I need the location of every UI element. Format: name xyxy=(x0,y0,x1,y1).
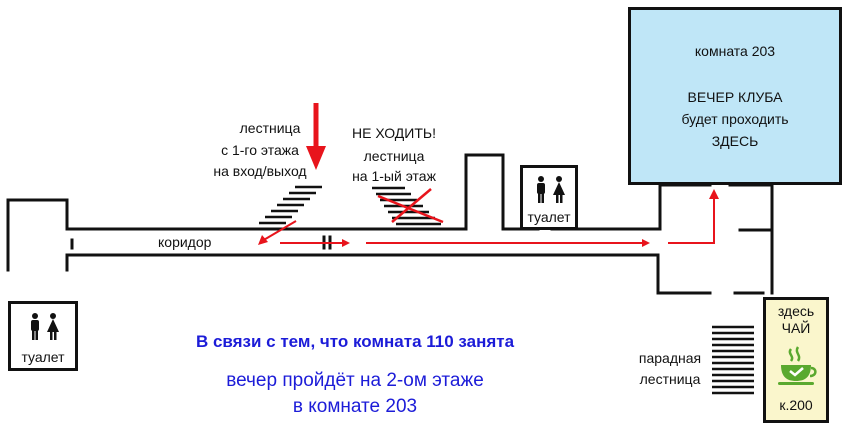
notice-line3: в комнате 203 xyxy=(292,396,418,417)
toilet-right-label: туалет xyxy=(527,209,571,225)
corridor-label: коридор xyxy=(158,234,212,250)
tea-room-line1: здесь xyxy=(777,303,815,319)
tea-room-line3: к.200 xyxy=(779,397,813,413)
forbidden-cross xyxy=(377,188,444,224)
notice-line1: В связи с тем, что комната 110 занята xyxy=(195,332,515,351)
route xyxy=(258,103,719,247)
stairs-forbidden-line2: лестница xyxy=(363,148,425,164)
route-diag xyxy=(261,220,297,242)
stairs-forbidden-line3: на 1-ый этаж xyxy=(352,168,436,184)
room203-line3: ЗДЕСЬ xyxy=(711,133,759,149)
right-vertical-wall xyxy=(738,183,774,232)
stairs-entry-line2: с 1-го этажа xyxy=(221,142,299,158)
stairs-forbidden-graphic xyxy=(372,186,441,226)
main-stairs-graphic xyxy=(712,325,754,395)
tea-room-line2: ЧАЙ xyxy=(781,320,811,336)
tea-cup-icon xyxy=(778,346,817,385)
stairs-forbidden-line1: НЕ ХОДИТЬ! xyxy=(352,125,436,141)
corridor-bottom-wall xyxy=(65,253,712,295)
toilet-right: туалет xyxy=(520,165,578,230)
room203-title: комната 203 xyxy=(694,43,776,59)
tea-room xyxy=(763,297,829,423)
notice-line2: вечер пройдёт на 2-ом этаже xyxy=(226,370,484,391)
toilet-left-label: туалет xyxy=(21,349,65,365)
room-203 xyxy=(628,7,842,185)
room203-line1: ВЕЧЕР КЛУБА xyxy=(687,89,783,105)
route-seg-3 xyxy=(668,196,715,244)
room203-line2: будет проходить xyxy=(681,111,789,127)
toilet-people-icon-left xyxy=(31,313,59,340)
main-stairs-line2: лестница xyxy=(639,371,701,387)
main-stairs-line1: парадная xyxy=(638,350,702,366)
stairs-entry-line3: на вход/выход xyxy=(213,163,307,179)
route-down-arrow-head xyxy=(306,146,326,170)
toilet-left: туалет xyxy=(8,301,78,371)
toilet-notch-wall xyxy=(464,153,540,231)
toilet-people-icon xyxy=(537,176,565,203)
stairs-entry-graphic xyxy=(259,185,322,225)
stairs-entry-line1: лестница xyxy=(239,120,301,136)
left-wall-top xyxy=(6,198,468,231)
